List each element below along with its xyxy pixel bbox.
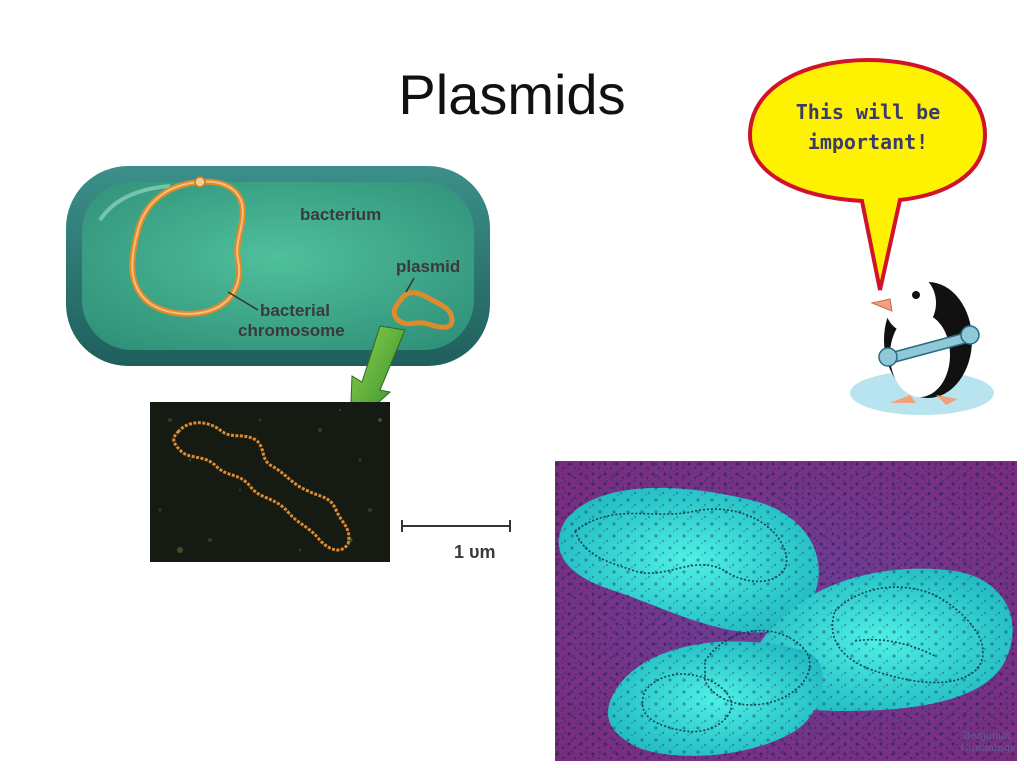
wrench-icon: [878, 325, 980, 367]
bacterium-diagram: bacterium plasmid bacterial chromosome: [66, 166, 511, 562]
bacteria-micrograph: Benjamin Cummings: [555, 461, 1017, 761]
scale-bar: 1 υm: [401, 520, 511, 562]
plasmid-loop: [391, 290, 455, 330]
bubble-text-line2: important!: [808, 130, 928, 154]
label-plasmid: plasmid: [396, 257, 460, 276]
plasmid-micrograph: [150, 402, 390, 562]
label-chromosome: chromosome: [238, 321, 345, 340]
label-bacterial: bacterial: [260, 301, 330, 320]
watermark-line2: Cummings: [961, 743, 1015, 754]
dna-strands: [574, 508, 984, 733]
penguin-callout: This will be important!: [747, 57, 994, 415]
speech-bubble: [747, 57, 988, 291]
bubble-text-line1: This will be: [796, 100, 941, 124]
watermark-line1: Benjamin: [963, 731, 1011, 742]
scale-bar-label: 1 υm: [454, 542, 496, 562]
slide-title: Plasmids: [398, 63, 626, 126]
label-bacterium: bacterium: [300, 205, 381, 224]
bacterium-cytoplasm: [82, 182, 474, 350]
penguin-icon: [850, 273, 994, 415]
